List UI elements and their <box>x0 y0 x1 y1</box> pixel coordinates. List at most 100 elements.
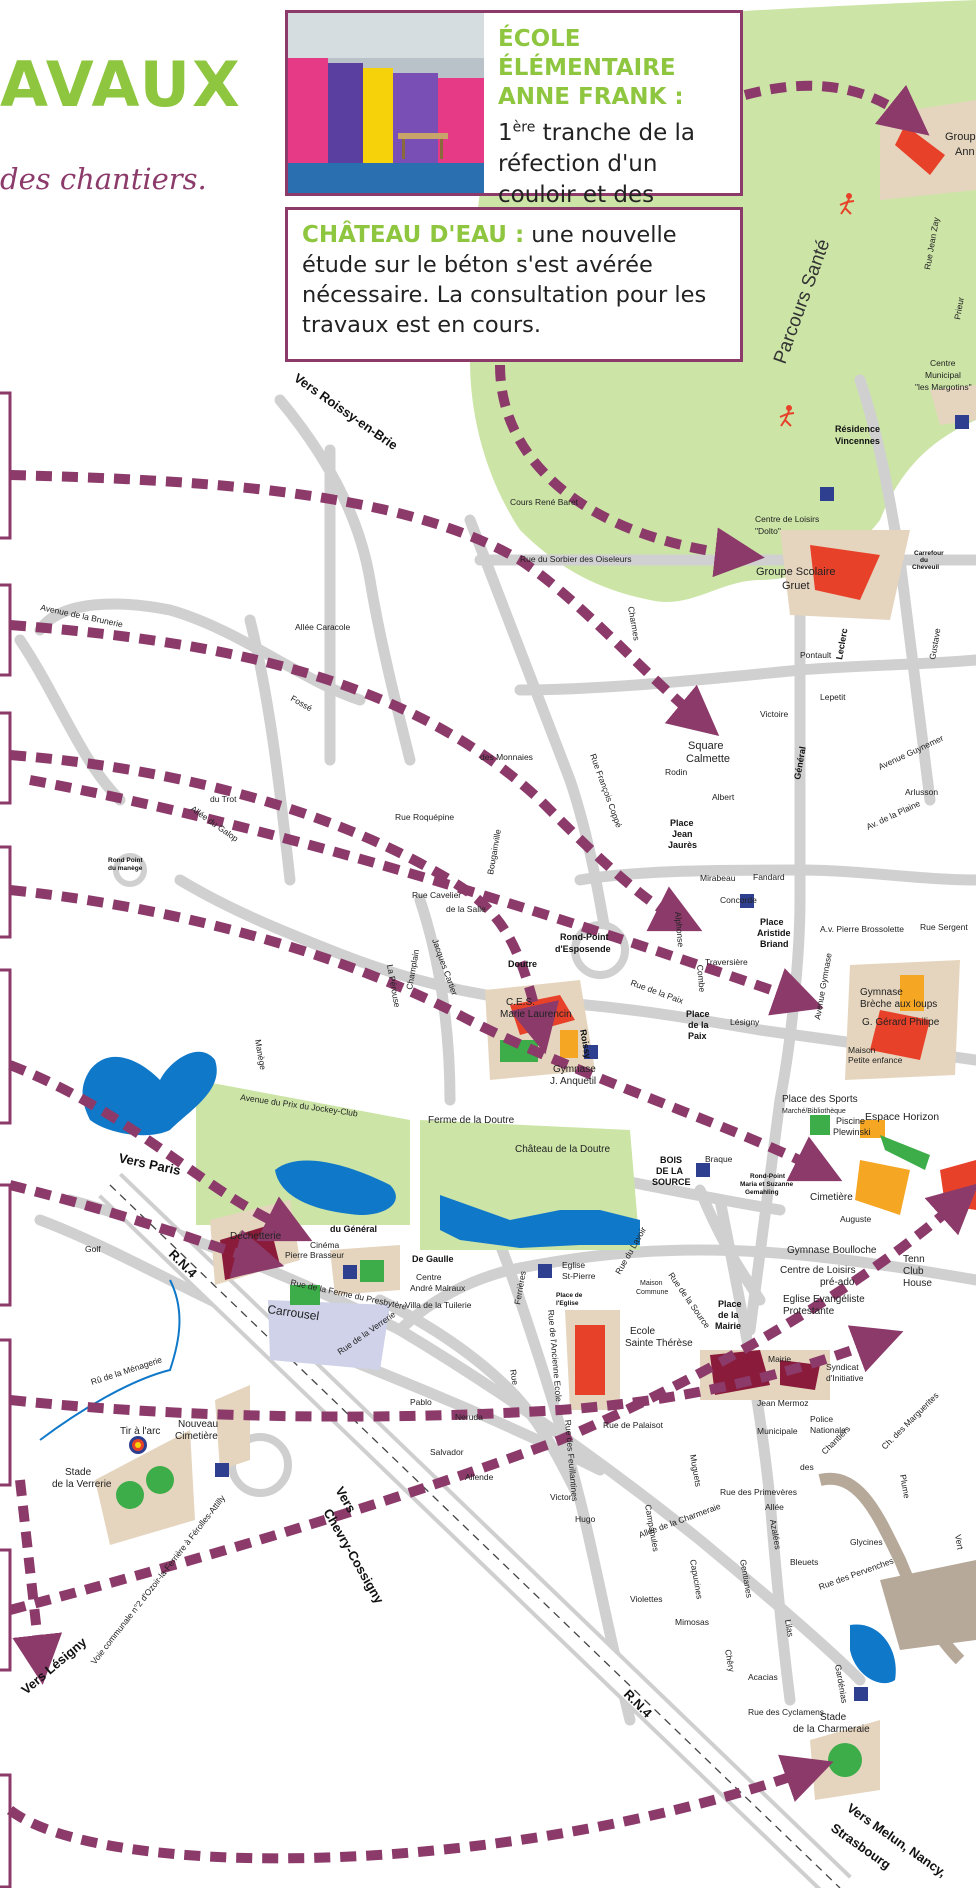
runner-icon <box>779 405 795 427</box>
label-eglise-evangeliste-2: Protestante <box>783 1306 835 1317</box>
label-place-briand-1: Place <box>760 917 784 927</box>
label-rond-point-esposende-1: Rond-Point <box>560 932 609 942</box>
label-place-briand-2: Aristide <box>757 928 791 938</box>
label-piscine-1: Piscine <box>836 1116 865 1126</box>
label-ch-marguerites: Ch. des Marguerites <box>879 1390 940 1451</box>
label-decheterie: Déchetterie <box>230 1231 282 1242</box>
label-place-mairie-3: Mairie <box>715 1321 741 1331</box>
callout-ecole-title: ÉCOLE ÉLÉMENTAIRE ANNE FRANK : <box>498 26 684 110</box>
callout-ecole-sup: ère <box>512 119 536 135</box>
label-rue-alphonse: Alphonse <box>673 911 686 947</box>
label-av-plaine: Av. de la Plaine <box>865 798 922 832</box>
label-av-guynemer: Avenue Guynemer <box>877 733 945 772</box>
label-rond-point-gemahling-2: Maria et Suzanne <box>740 1181 793 1188</box>
label-residence-vincennes-1: Résidence <box>835 424 880 434</box>
callout-chateau-body: une nouvelle étude sur le béton s'est av… <box>302 222 707 338</box>
label-rond-point-gemahling-1: Rond-Point <box>750 1173 786 1180</box>
label-rue-fandard: Fandard <box>753 872 785 882</box>
label-av-de-gaulle: De Gaulle <box>412 1254 454 1264</box>
label-rue-lesigny: Lésigny <box>730 1017 760 1027</box>
label-vers-lesigny: Vers Lésigny <box>18 1634 90 1698</box>
label-av-gymnase: Avenue Gymnase <box>812 952 834 1020</box>
label-rue-de-la-source-b: Rue <box>508 1369 521 1386</box>
label-rond-point-manege-2: du manège <box>108 865 143 872</box>
label-rue-muguets: Muguets <box>688 1454 704 1488</box>
label-av-du-general: du Général <box>330 1224 377 1234</box>
callout-ecole-anne-frank: ÉCOLE ÉLÉMENTAIRE ANNE FRANK : 1ère tran… <box>285 10 743 239</box>
label-place-mairie-1: Place <box>718 1299 742 1309</box>
label-bois-source-3: SOURCE <box>652 1177 691 1187</box>
label-centre-margotins-2: Municipal <box>925 370 961 380</box>
page-subheading: des chantiers. <box>0 162 207 196</box>
label-place-jaures-1: Place <box>670 818 694 828</box>
label-police-municipale: Municipale <box>757 1426 798 1436</box>
label-ru-menagerie: Rû de la Ménagerie <box>90 1354 164 1387</box>
label-rue-vert: Vert <box>953 1534 966 1551</box>
label-nouveau-cimetiere-2: Cimetière <box>175 1431 218 1442</box>
label-tir-arc: Tir à l'arc <box>120 1426 160 1437</box>
label-espace-horizon: Espace Horizon <box>865 1111 939 1123</box>
label-police-nationale-2: Nationale <box>810 1425 846 1435</box>
label-maison-enfance-2: Petite enfance <box>848 1055 903 1065</box>
label-villa-tuilerie: Villa de la Tuilerie <box>405 1300 472 1310</box>
label-place-paix-3: Paix <box>688 1031 707 1041</box>
label-place-jaures-2: Jean <box>672 829 693 839</box>
label-place-mairie-2: de la <box>718 1310 740 1320</box>
label-groupe-anne-2: Ann <box>955 146 975 158</box>
label-nouveau-cimetiere-1: Nouveau <box>178 1419 218 1430</box>
label-centre-preado-2: pré-ado <box>820 1277 855 1288</box>
label-square-calmette-2: Calmette <box>686 753 730 765</box>
label-rue-albert: Albert <box>712 792 735 802</box>
label-rue-victor: Victor <box>550 1492 572 1502</box>
label-rue-glycines: Glycines <box>850 1537 883 1547</box>
label-stade-charmeraie-2: de la Charmeraie <box>793 1724 870 1735</box>
label-rue-plume: Plume <box>898 1474 912 1500</box>
label-rue-combe: Combe <box>695 964 707 992</box>
label-rue-allende: Allende <box>465 1472 494 1482</box>
label-eglise-st-pierre-1: Eglise <box>562 1260 585 1270</box>
school-corridor-photo <box>288 13 484 193</box>
label-rue-lilas: Lilas <box>783 1619 796 1638</box>
label-gymnase-anquetil-2: J. Anquetil <box>550 1076 596 1087</box>
label-rue-roquepine: Rue Roquépine <box>395 812 454 822</box>
label-rue-cavelier: Rue Cavelier <box>412 890 461 900</box>
label-tennis-1: Tenn <box>903 1254 925 1265</box>
label-ces-2: Marie Laurencin <box>500 1009 572 1020</box>
label-police-nationale-1: Police <box>810 1414 833 1424</box>
label-cinema-1: Cinéma <box>310 1240 340 1250</box>
label-allee-caracole: Allée Caracole <box>295 622 351 632</box>
label-av-leclerc: Leclerc <box>834 628 849 661</box>
label-rue-pontault: Pontault <box>800 650 832 660</box>
label-rue-braque: Braque <box>705 1154 733 1164</box>
label-mairie: Mairie <box>768 1354 791 1364</box>
label-maison-enfance-1: Maison <box>848 1045 876 1055</box>
label-gymnase-anquetil-1: Gymnase <box>553 1064 596 1075</box>
label-tennis-3: House <box>903 1278 932 1289</box>
label-cours-rene-baret: Cours René Baret <box>510 497 579 507</box>
label-carrefour-cheveuil-2: du <box>920 557 928 564</box>
label-rue-cherry: Chêry <box>723 1649 737 1674</box>
label-bois-source-1: BOIS <box>660 1155 682 1165</box>
label-groupe-gruet-1: Groupe Scolaire <box>756 566 836 578</box>
label-bois-source-2: DE LA <box>656 1166 684 1176</box>
label-stade-charmeraie-1: Stade <box>820 1712 847 1723</box>
label-rue-acacias: Acacias <box>748 1672 778 1682</box>
label-allee-chene: Allée <box>765 1502 784 1512</box>
runner-icon <box>839 193 855 215</box>
label-rue-victoire: Victoire <box>760 709 788 719</box>
label-place-eglise-1: Place de <box>556 1292 583 1299</box>
label-rue-sorbier: Rue du Sorbier des Oiseleurs <box>520 554 632 564</box>
label-rond-point-esposende-2: d'Esposende <box>555 944 611 954</box>
label-rue-mimosas: Mimosas <box>675 1617 709 1627</box>
label-ces-1: C.E.S. <box>506 997 535 1008</box>
label-rue-rodin: Rodin <box>665 767 687 777</box>
label-rue-neruda: Neruda <box>455 1412 483 1422</box>
label-ferme-doutre: Ferme de la Doutre <box>428 1115 515 1126</box>
label-rue-mirabeau: Mirabeau <box>700 873 736 883</box>
label-rue-manege: Manège <box>253 1039 268 1071</box>
label-rue-trot: du Trot <box>210 794 237 804</box>
label-rue-galop: Allée du Galop <box>189 803 241 843</box>
callout-chateau-eau: CHÂTEAU D'EAU : une nouvelle étude sur l… <box>285 207 743 362</box>
label-rue-paix: Rue de la Paix <box>629 977 685 1006</box>
label-gymnase-boulloche: Gymnase Boulloche <box>787 1245 877 1256</box>
